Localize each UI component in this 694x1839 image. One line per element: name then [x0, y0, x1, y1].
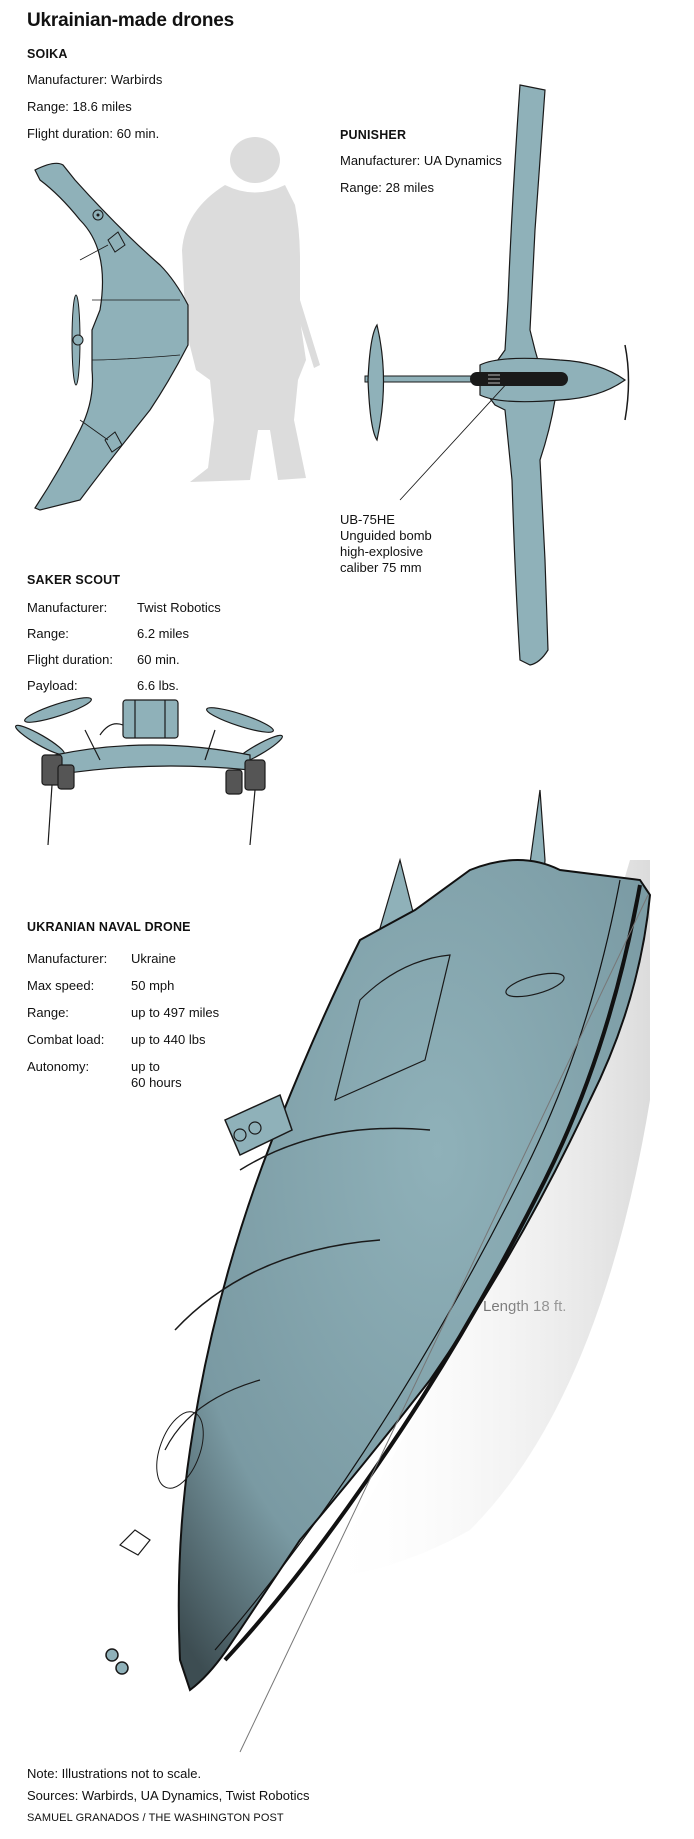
page-title: Ukrainian-made drones — [27, 10, 234, 31]
naval-value-manufacturer: Ukraine — [131, 951, 176, 966]
punisher-manufacturer: Manufacturer: UA Dynamics — [340, 153, 502, 168]
soika-range: Range: 18.6 miles — [27, 99, 132, 114]
naval-drone-shadow — [320, 860, 650, 1580]
soika-manufacturer: Manufacturer: Warbirds — [27, 72, 163, 87]
naval-value-max-speed: 50 mph — [131, 978, 175, 993]
naval-value-combat-load: up to 440 lbs — [131, 1032, 206, 1047]
saker-specs: Manufacturer: Twist Robotics Range: 6.2 … — [27, 600, 277, 710]
punisher-bomb — [470, 372, 568, 386]
soika-specs: Manufacturer: Warbirds Range: 18.6 miles… — [27, 66, 162, 147]
naval-heading: UKRANIAN NAVAL DRONE — [27, 920, 191, 934]
credit-text: SAMUEL GRANADOS / THE WASHINGTON POST — [27, 1812, 284, 1824]
naval-value-range: up to 497 miles — [131, 1005, 220, 1020]
saker-value-flight-duration: 60 min. — [137, 652, 180, 667]
naval-camera-box — [224, 1093, 293, 1157]
naval-label-manufacturer: Manufacturer: — [27, 951, 108, 966]
naval-drone-hull — [177, 859, 652, 1692]
callout-line-3: high-explosive — [340, 544, 424, 559]
punisher-heading: PUNISHER — [340, 128, 407, 142]
sources-text: Sources: Warbirds, UA Dynamics, Twist Ro… — [27, 1788, 310, 1803]
saker-heading: SAKER SCOUT — [27, 573, 121, 587]
saker-label-manufacturer: Manufacturer: — [27, 600, 108, 615]
saker-label-range: Range: — [27, 626, 69, 641]
naval-label-max-speed: Max speed: — [27, 978, 95, 993]
punisher-specs: Manufacturer: UA Dynamics Range: 28 mile… — [340, 147, 502, 201]
punisher-range: Range: 28 miles — [340, 180, 434, 195]
callout-line-2: Unguided bomb — [340, 528, 432, 543]
note-text: Note: Illustrations not to scale. — [27, 1766, 202, 1781]
punisher-bomb-callout: UB-75HE Unguided bomb high-explosive cal… — [340, 512, 432, 576]
saker-value-payload: 6.6 lbs. — [137, 678, 179, 693]
soika-heading: SOIKA — [27, 47, 68, 61]
soldier-silhouette — [182, 137, 320, 482]
naval-length-line — [239, 894, 649, 1753]
saker-label-payload: Payload: — [27, 678, 78, 693]
saker-value-manufacturer: Twist Robotics — [137, 600, 221, 615]
naval-drone — [105, 789, 652, 1753]
punisher-callout-line — [399, 379, 511, 501]
naval-label-autonomy: Autonomy: — [27, 1059, 90, 1074]
naval-label-range: Range: — [27, 1005, 69, 1020]
soika-flight-duration: Flight duration: 60 min. — [27, 126, 160, 141]
saker-label-flight-duration: Flight duration: — [27, 652, 113, 667]
soika-propeller — [71, 294, 81, 386]
soika-wing — [34, 162, 189, 511]
saker-drone — [15, 697, 283, 846]
naval-value-autonomy-2: 60 hours — [131, 1075, 182, 1090]
naval-specs: Manufacturer: Ukraine Max speed: 50 mph … — [27, 951, 247, 1091]
callout-line-4: caliber 75 mm — [340, 560, 422, 575]
naval-value-autonomy: up to — [131, 1059, 160, 1074]
saker-value-range: 6.2 miles — [137, 626, 190, 641]
naval-label-combat-load: Combat load: — [27, 1032, 105, 1047]
soika-drone — [34, 162, 189, 511]
callout-line-1: UB-75HE — [340, 512, 395, 527]
naval-length-label: Length 18 ft. — [483, 1298, 567, 1315]
